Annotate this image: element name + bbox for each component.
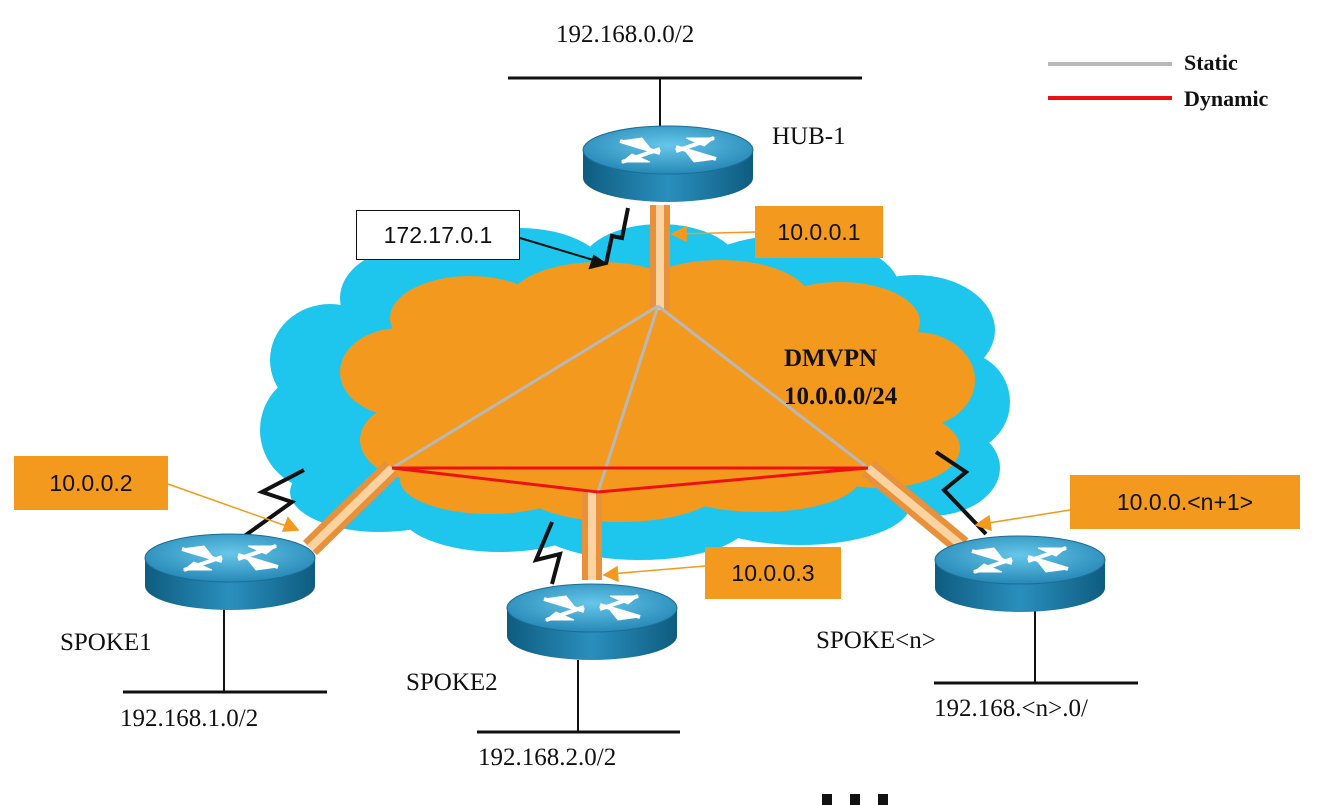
dynamic-tunnels [391, 466, 869, 494]
spoke1-serial-link [234, 468, 305, 544]
hub-router-icon[interactable] [581, 124, 755, 204]
spokeN-lan-segment [934, 606, 1138, 685]
more-spokes-ellipsis-icon [822, 794, 888, 805]
spoke2-serial-link [532, 521, 563, 585]
hub-public-ip-box: 172.17.0.1 [356, 210, 520, 260]
cloud-subnet-label: 10.0.0.0/24 [784, 383, 898, 410]
spokeN-router-icon[interactable] [933, 534, 1107, 614]
pointer-arrows [167, 225, 1071, 583]
spoke1-name-label: SPOKE1 [60, 629, 152, 656]
spoke1-network-label: 192.168.1.0/2 [120, 705, 259, 732]
spokeN-serial-link [934, 450, 988, 536]
spoke2-router-icon[interactable] [505, 582, 679, 662]
cloud-title-label: DMVPN [784, 345, 878, 372]
hub-name-label: HUB-1 [772, 123, 846, 150]
spoke1-tunnel-ip-box: 10.0.0.2 [14, 456, 168, 510]
spoke2-network-label: 192.168.2.0/2 [478, 744, 617, 771]
legend-static-label: Static [1184, 50, 1238, 75]
spoke2-name-label: SPOKE2 [406, 669, 498, 696]
spoke2-lan-segment [477, 660, 680, 734]
spoke1-lan-segment [123, 600, 327, 694]
legend-dynamic-label: Dynamic [1184, 86, 1269, 111]
spokeN-tunnel-ip-box: 10.0.0.<n+1> [1070, 475, 1300, 529]
spokeN-network-label: 192.168.<n>.0/ [934, 695, 1088, 722]
dmvpn-cloud-inner [340, 260, 975, 522]
hub-network-label: 192.168.0.0/2 [556, 21, 695, 48]
static-tunnels [391, 304, 869, 493]
legend-swatches [1048, 62, 1172, 100]
cloud-inner-group-puff-11 [390, 295, 910, 495]
tunnel-pipes [303, 205, 969, 580]
spoke1-router-icon[interactable] [143, 532, 317, 612]
hub-serial-link [604, 207, 630, 265]
hub-tunnel-ip-box: 10.0.0.1 [755, 206, 883, 258]
spoke2-tunnel-ip-box: 10.0.0.3 [705, 547, 841, 599]
hub-lan-segment [508, 76, 862, 134]
spokeN-name-label: SPOKE<n> [816, 627, 936, 654]
